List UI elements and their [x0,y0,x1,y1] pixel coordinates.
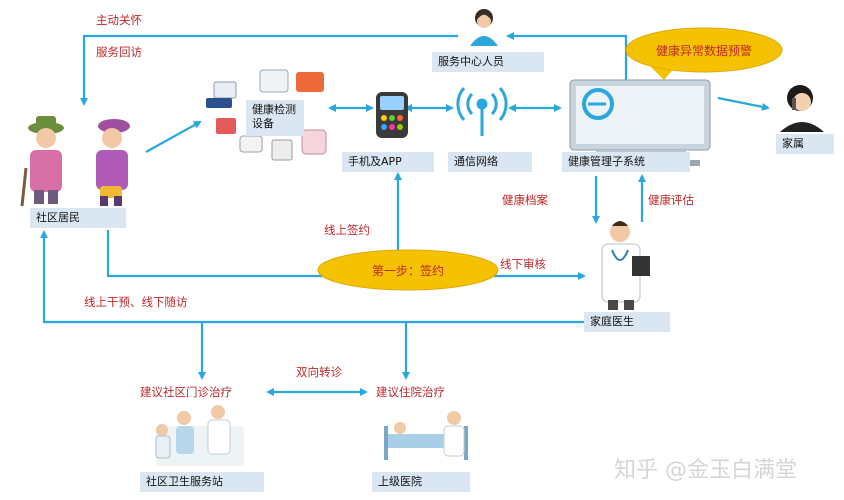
arrow-residents-to-devices [145,121,202,153]
node-phone-app: 手机及APP [342,152,434,172]
node-upper-hospital: 上级医院 [372,472,470,492]
node-community-station: 社区卫生服务站 [140,472,264,492]
clinic-scene-icon [155,405,244,466]
node-service-center: 服务中心人员 [432,52,544,72]
label-revisit: 服务回访 [96,45,142,59]
label-intervention: 线上干预、线下随访 [84,295,188,309]
label-suggest-clinic: 建议社区门诊治疗 [140,385,232,399]
node-residents: 社区居民 [30,208,126,228]
hospital-scene-icon [384,411,468,460]
arrow-system-family [717,96,770,111]
callout-step1: 第一步：签约 [371,264,444,278]
callout-alert: 健康异常数据预警 [655,44,752,58]
node-family: 家属 [776,134,834,154]
label-health-record: 健康档案 [502,193,548,207]
arrow-system-to-service [506,32,628,80]
node-network: 通信网络 [448,152,532,172]
watermark: 知乎 @金玉白满堂 [614,458,797,483]
arrow-service-to-residents [80,34,458,106]
label-suggest-hospital: 建议住院治疗 [376,385,445,399]
label-health-assess: 健康评估 [648,193,694,207]
label-care: 主动关怀 [96,13,142,27]
node-health-system: 健康管理子系统 [562,152,690,172]
phone-icon [376,92,408,138]
network-icon [456,87,508,136]
node-family-doctor: 家庭医生 [584,312,670,332]
label-referral: 双向转诊 [296,365,342,379]
alert-bubble [625,27,783,73]
label-offline-review: 线下审核 [500,257,546,271]
family-icon [780,85,824,132]
elderly-couple-icon [20,116,130,207]
node-health-devices: 健康检测 设备 [246,100,304,136]
label-online-sign: 线上签约 [324,223,370,237]
step1-oval [317,249,499,291]
operator-icon [470,9,498,46]
doctor-icon [601,221,650,310]
health-devices-icon [206,69,327,161]
